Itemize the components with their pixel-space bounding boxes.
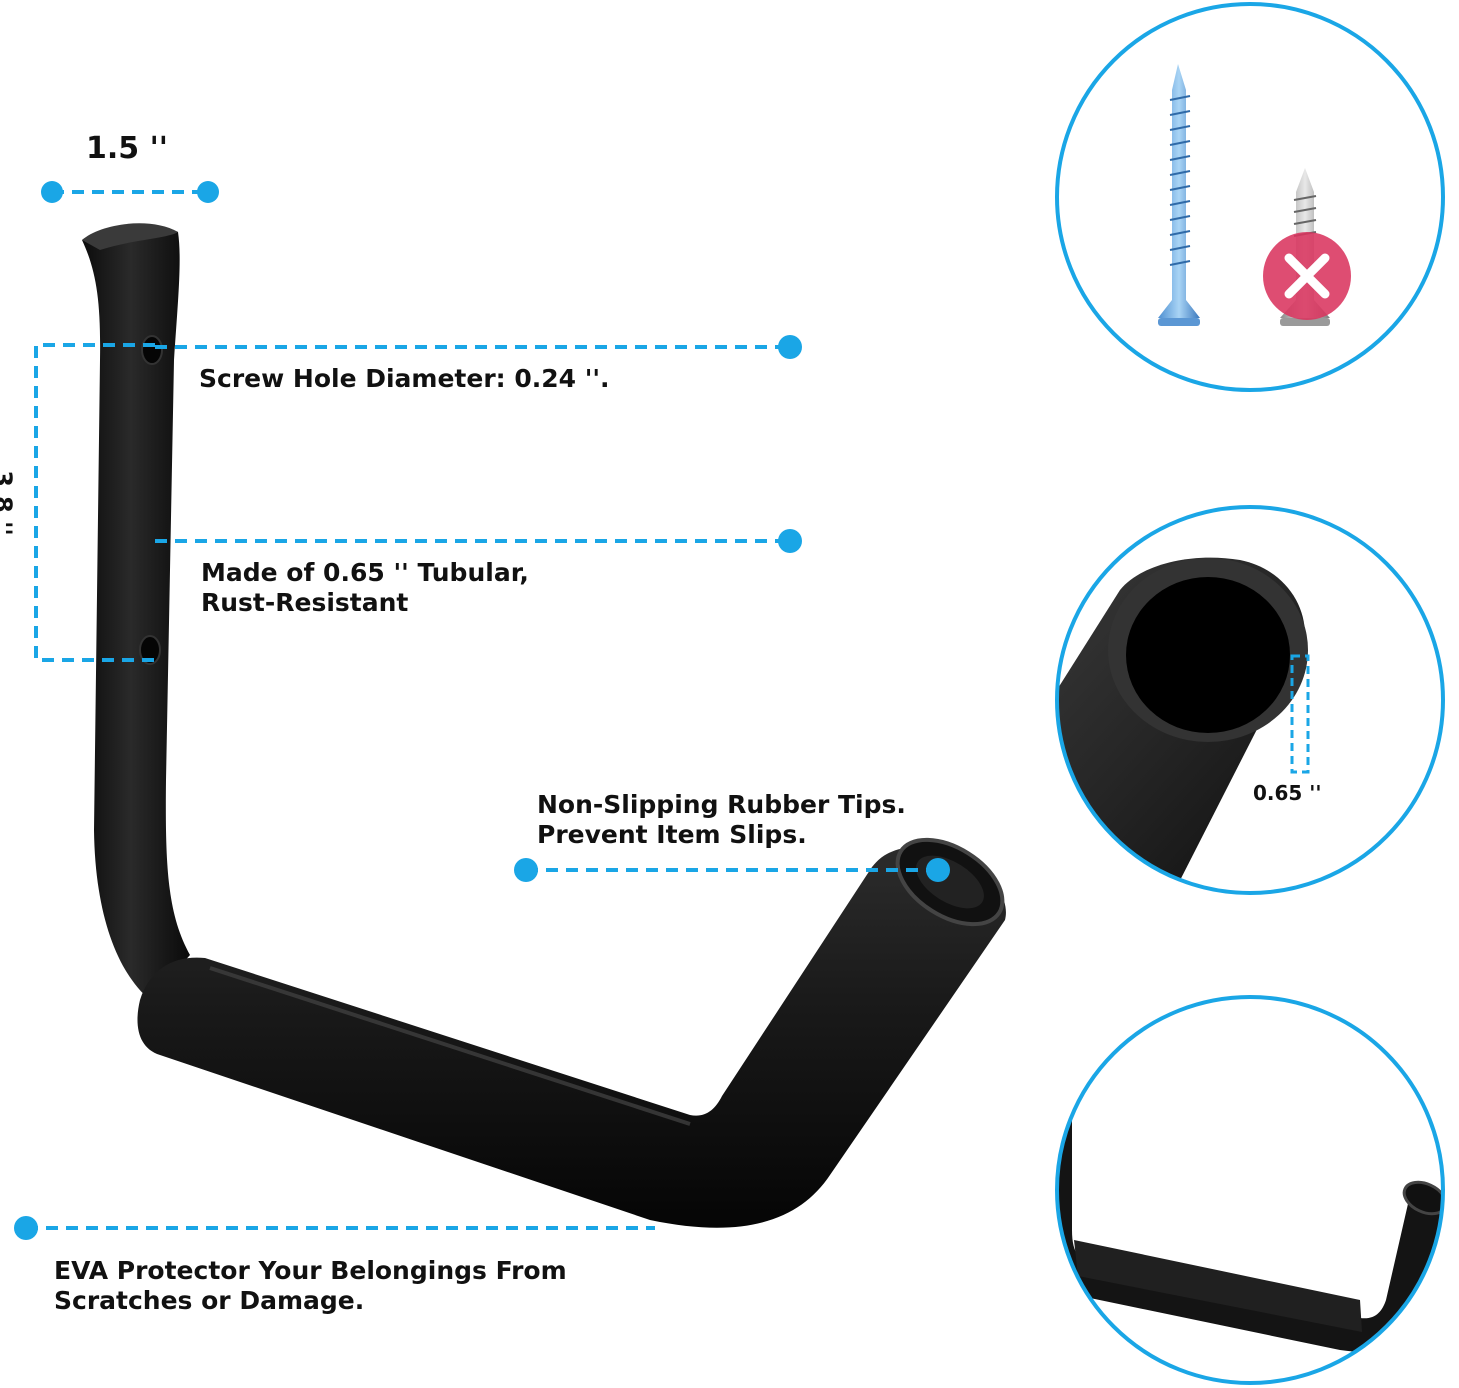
inset-screws bbox=[1055, 2, 1445, 392]
tube-dimension-label: 0.65 '' bbox=[1253, 781, 1322, 805]
width-dot-right bbox=[197, 181, 219, 203]
screw-hole-top bbox=[141, 335, 163, 365]
tips-label-line2: Prevent Item Slips. bbox=[537, 820, 807, 849]
hook-top-lip bbox=[82, 223, 178, 250]
eva-label-line1: EVA Protector Your Belongings From bbox=[54, 1256, 567, 1285]
callout-dots bbox=[14, 181, 950, 1240]
hook-icon bbox=[1057, 1080, 1443, 1352]
inset-tube-ring bbox=[1055, 505, 1445, 895]
eva-label: EVA Protector Your Belongings From Scrat… bbox=[54, 1256, 567, 1316]
inset-screws-ring bbox=[1055, 2, 1445, 392]
approved-screw-icon bbox=[1158, 64, 1200, 326]
tips-dot-left bbox=[514, 858, 538, 882]
inset-hook-ring bbox=[1055, 995, 1445, 1385]
tube-opening-icon bbox=[1126, 577, 1290, 733]
tubular-label-line1: Made of 0.65 '' Tubular, bbox=[201, 558, 529, 587]
tips-label-line1: Non-Slipping Rubber Tips. bbox=[537, 790, 906, 819]
eva-dot bbox=[14, 1216, 38, 1240]
main-hook bbox=[82, 223, 1006, 1228]
inset-tube bbox=[1055, 505, 1445, 895]
screw-hole-label: Screw Hole Diameter: 0.24 ''. bbox=[199, 364, 610, 393]
tubular-label: Made of 0.65 '' Tubular, Rust-Resistant bbox=[201, 558, 529, 618]
tips-label: Non-Slipping Rubber Tips. Prevent Item S… bbox=[537, 790, 906, 850]
screw-hole-dot bbox=[778, 335, 802, 359]
width-dot-left bbox=[41, 181, 63, 203]
wall-thickness-marker bbox=[1290, 654, 1310, 774]
height-dimension-label: 3.8 '' bbox=[0, 470, 17, 536]
hook-vertical-bracket bbox=[82, 223, 190, 1000]
cross-mark-icon bbox=[1263, 232, 1351, 320]
inset-hook bbox=[1055, 995, 1445, 1385]
width-dimension-label: 1.5 '' bbox=[86, 131, 168, 166]
callout-lines bbox=[26, 190, 938, 1230]
eva-label-line2: Scratches or Damage. bbox=[54, 1286, 365, 1315]
hook-eva-arm bbox=[137, 847, 1006, 1228]
tubular-dot bbox=[778, 529, 802, 553]
screw-hole-bottom bbox=[139, 635, 161, 665]
tips-dot-right bbox=[926, 858, 950, 882]
tubular-label-line2: Rust-Resistant bbox=[201, 588, 409, 617]
